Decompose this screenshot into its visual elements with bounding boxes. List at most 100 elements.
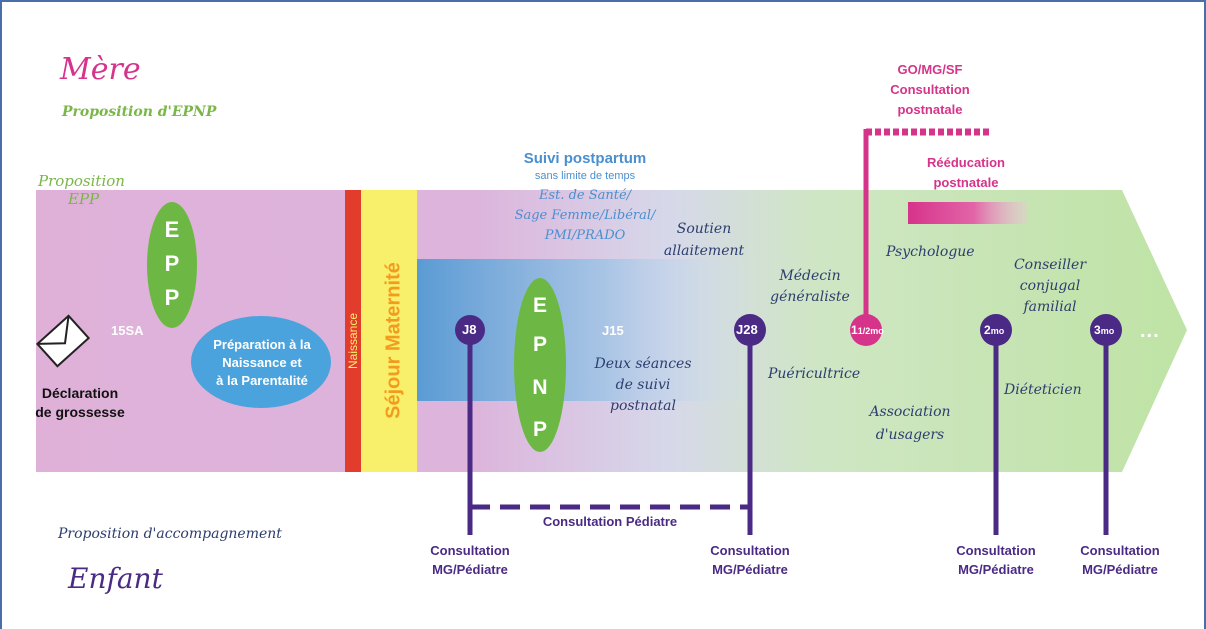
medecin-line1: Médecin — [779, 268, 841, 284]
envelope-icon — [35, 314, 91, 368]
consult-label-3mo: Consultation MG/Pédiatre — [1062, 541, 1178, 579]
consult-j28-line2: MG/Pédiatre — [712, 562, 788, 577]
epnp-letter-3: N — [532, 376, 548, 399]
association-usagers-label: Association d'usagers — [850, 401, 970, 447]
reeducation-line2: postnatale — [933, 175, 999, 190]
medecin-generaliste-label: Médecin généraliste — [760, 266, 860, 308]
epnp-letter-2: P — [532, 333, 547, 356]
postnatal-consult-line2: Consultation — [890, 82, 970, 97]
epp-pill — [147, 202, 197, 328]
sejour-anchor: Séjour Maternité — [383, 262, 405, 419]
postnatal-consult-line3: postnatale — [897, 102, 963, 117]
marker-j28 — [734, 314, 766, 346]
seances-line1: Deux séances — [594, 356, 692, 372]
epnp-pill — [514, 278, 566, 452]
j8-marker-label: J8 — [462, 322, 477, 337]
consult-j8-line1: Consultation — [430, 543, 510, 558]
sejour-label: Séjour Maternité — [382, 262, 405, 419]
week-15sa-label: 15SA — [111, 323, 144, 338]
deux-seances-label: Deux séances de suivi postnatal — [583, 354, 703, 417]
soutien-line2: allaitement — [663, 243, 745, 259]
m3-sub: mo — [1100, 326, 1115, 336]
epp-proposal-line2: EPP — [68, 190, 100, 208]
consult-label-2mo: Consultation MG/Pédiatre — [938, 541, 1054, 579]
epp-letter-2: P — [164, 251, 180, 276]
support-proposal-label: Proposition d'accompagnement — [58, 526, 282, 542]
prep-line3: à la Parentalité — [216, 373, 308, 388]
conseiller-line2: conjugal — [1019, 278, 1081, 294]
naissance-bar — [345, 190, 361, 472]
soutien-allaitement-label: Soutien allaitement — [652, 218, 756, 262]
m3-main: 3 — [1094, 323, 1101, 337]
association-line2: d'usagers — [875, 427, 945, 443]
suivi-subtitle: sans limite de temps — [534, 170, 636, 182]
conseiller-conjugal-label: Conseiller conjugal familial — [1000, 255, 1100, 318]
consult-j28-line1: Consultation — [710, 543, 790, 558]
est-sante-label: Est. de Santé/ Sage Femme/Libéral/ PMI/P… — [490, 186, 680, 246]
consult-2mo-line1: Consultation — [956, 543, 1036, 558]
prep-line1: Préparation à la — [213, 337, 311, 352]
pediatre-link-label: Consultation Pédiatre — [542, 514, 678, 529]
marker-1-5mo — [850, 314, 882, 346]
postnatal-consult-label: GO/MG/SF Consultation postnatale — [860, 60, 1000, 120]
dieteticien-label: Diéteticien — [1004, 382, 1082, 398]
m2-sub: mo — [990, 326, 1005, 336]
conseiller-line1: Conseiller — [1013, 257, 1087, 273]
declaration-line2: de grossesse — [35, 404, 125, 420]
m1-sub: 1/2mo — [857, 326, 884, 336]
epp-letter-1: E — [164, 217, 180, 242]
epnp-letter-4: P — [532, 418, 547, 441]
est-line3: PMI/PRADO — [544, 228, 626, 243]
consult-j8-line2: MG/Pédiatre — [432, 562, 508, 577]
association-line1: Association — [869, 404, 951, 420]
mother-title: Mère — [60, 52, 141, 87]
conseiller-line3: familial — [1023, 299, 1077, 315]
reeducation-label: Rééducation postnatale — [906, 153, 1026, 193]
prep-ellipse — [191, 316, 331, 408]
m2-marker-label: 2mo — [984, 323, 1004, 337]
medecin-line2: généraliste — [770, 289, 850, 305]
prep-parentalite-label: Préparation à la Naissance et à la Paren… — [192, 336, 332, 390]
epnp-letter-1: E — [532, 294, 547, 317]
consult-label-j28: Consultation MG/Pédiatre — [692, 541, 808, 579]
consult-label-j8: Consultation MG/Pédiatre — [412, 541, 528, 579]
soutien-line1: Soutien — [676, 221, 732, 237]
postnatal-consult-line1: GO/MG/SF — [897, 62, 963, 77]
j15-label: J15 — [602, 323, 624, 338]
marker-2mo — [980, 314, 1012, 346]
reeducation-line1: Rééducation — [926, 155, 1005, 170]
declaration-label: Déclaration de grossesse — [30, 384, 130, 422]
epnp-proposal-label: Proposition d'EPNP — [62, 104, 217, 120]
naissance-label: Naissance — [346, 312, 360, 370]
j28-marker-label: J28 — [736, 322, 758, 337]
m3-marker-label: 3mo — [1094, 323, 1114, 337]
seances-line2: de suivi — [615, 377, 671, 393]
prep-line2: Naissance et — [222, 355, 302, 370]
epp-proposal-line1: Proposition — [38, 172, 125, 190]
sejour-bar — [361, 190, 417, 472]
psychologue-label: Psychologue — [886, 244, 975, 260]
est-line2: Sage Femme/Libéral/ — [514, 208, 656, 223]
marker-j8 — [455, 315, 485, 345]
puericultrice-label: Puéricultrice — [768, 366, 861, 382]
est-line1: Est. de Santé/ — [538, 188, 632, 203]
declaration-line1: Déclaration — [41, 385, 119, 401]
marker-3mo — [1090, 314, 1122, 346]
m1-main: 1 — [851, 323, 858, 337]
consult-3mo-line2: MG/Pédiatre — [1082, 562, 1158, 577]
m2-main: 2 — [984, 323, 991, 337]
seances-line3: postnatal — [609, 398, 676, 414]
suivi-title: Suivi postpartum — [523, 150, 647, 167]
consult-2mo-line2: MG/Pédiatre — [958, 562, 1034, 577]
ellipsis-label: ... — [1140, 320, 1160, 342]
m1-marker-label: 11/2mo — [851, 323, 884, 337]
epp-letter-3: P — [164, 285, 180, 310]
consult-3mo-line1: Consultation — [1080, 543, 1160, 558]
child-title: Enfant — [68, 562, 163, 595]
reeducation-bar — [908, 202, 1028, 224]
